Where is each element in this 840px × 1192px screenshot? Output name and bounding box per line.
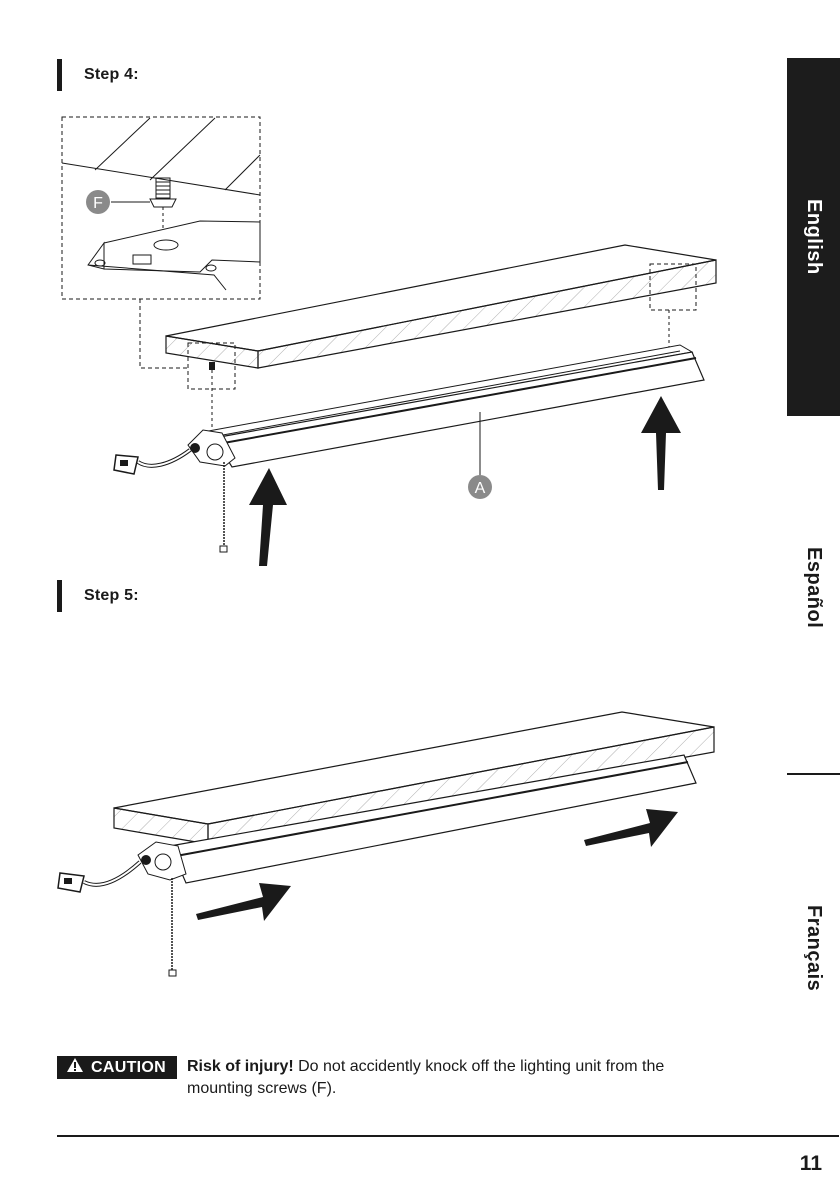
callout-a-label: A <box>475 480 486 497</box>
callout-f-label: F <box>93 195 103 212</box>
caution-badge-label: CAUTION <box>91 1059 166 1077</box>
step-5-illustration <box>58 712 714 976</box>
warning-triangle-icon <box>66 1057 84 1078</box>
step-4-illustration: A F <box>62 117 716 566</box>
page-number: 11 <box>800 1152 822 1176</box>
caution-notice: CAUTION Risk of injury! Do not accidentl… <box>57 1056 727 1100</box>
screw-icon <box>150 178 176 207</box>
caution-heading: Risk of injury! <box>187 1058 294 1075</box>
light-fixture-a <box>114 345 704 552</box>
caution-badge: CAUTION <box>57 1056 177 1079</box>
arrow-up-icon <box>249 468 287 566</box>
arrow-right-icon <box>196 883 291 921</box>
footer-rule <box>57 1135 839 1137</box>
caution-text: Risk of injury! Do not accidently knock … <box>187 1056 727 1100</box>
arrow-up-icon <box>641 396 681 490</box>
arrow-right-icon <box>584 809 678 847</box>
